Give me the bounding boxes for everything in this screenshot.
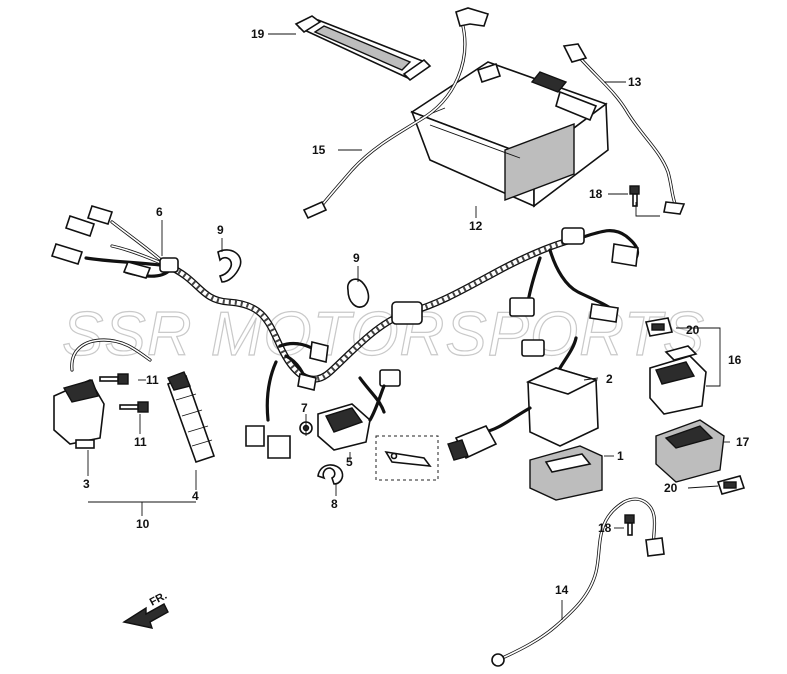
main-wire-harness-part <box>50 205 640 459</box>
rubber-mount-part <box>529 445 603 501</box>
coil-bolt-11-upper <box>99 373 129 385</box>
front-arrow-label: FR. <box>148 590 169 609</box>
cdi-unit-part <box>447 336 599 461</box>
spark-plug-cap-part <box>166 371 216 464</box>
callout-11-upper: 11 <box>146 373 159 387</box>
callout-13: 13 <box>628 75 642 89</box>
leader-lines <box>87 33 730 620</box>
starter-relay-part <box>649 345 707 415</box>
callout-10: 10 <box>136 517 150 531</box>
callout-9-right: 9 <box>353 251 360 265</box>
callout-20-lower: 20 <box>664 481 678 495</box>
callout-17: 17 <box>736 435 750 449</box>
callout-3: 3 <box>83 477 90 491</box>
fuse-20-upper <box>644 317 674 337</box>
ignition-coil-part <box>53 338 152 449</box>
callout-numbers: 19 15 12 13 18 6 9 9 11 11 3 4 10 5 7 8 … <box>83 27 750 597</box>
callout-19: 19 <box>251 27 265 41</box>
regulator-rectifier-part <box>317 384 386 451</box>
callout-15: 15 <box>312 143 326 157</box>
starter-motor-cable-part <box>491 497 665 667</box>
callout-16: 16 <box>728 353 742 367</box>
callout-4: 4 <box>192 489 199 503</box>
bracket-dashed-outline <box>375 435 439 481</box>
positive-cable-part <box>562 43 686 215</box>
callout-14: 14 <box>555 583 569 597</box>
callout-18-upper: 18 <box>589 187 603 201</box>
clamp-8-part <box>317 464 344 485</box>
callout-1: 1 <box>617 449 624 463</box>
front-direction-arrow: FR. <box>122 590 169 629</box>
callout-5: 5 <box>346 455 353 469</box>
callout-12: 12 <box>469 219 483 233</box>
callout-6: 6 <box>156 205 163 219</box>
battery-strap-part <box>294 15 432 82</box>
fuse-20-lower <box>716 475 746 495</box>
battery-part <box>410 61 609 208</box>
bolt-18-lower <box>624 514 635 536</box>
callout-20-upper: 20 <box>686 323 700 337</box>
callout-11-lower: 11 <box>134 435 147 449</box>
harness-clamp-9-right <box>346 278 370 308</box>
bolt-18-upper <box>629 185 640 207</box>
callout-9-left: 9 <box>217 223 224 237</box>
callout-2: 2 <box>606 372 613 386</box>
relay-cover-part <box>655 419 725 483</box>
coil-bolt-11-lower <box>119 401 149 413</box>
negative-cable-part <box>302 7 490 220</box>
callout-18-lower: 18 <box>598 521 612 535</box>
harness-clamp-9-left <box>217 249 242 283</box>
callout-8: 8 <box>331 497 338 511</box>
callout-7: 7 <box>301 401 308 415</box>
